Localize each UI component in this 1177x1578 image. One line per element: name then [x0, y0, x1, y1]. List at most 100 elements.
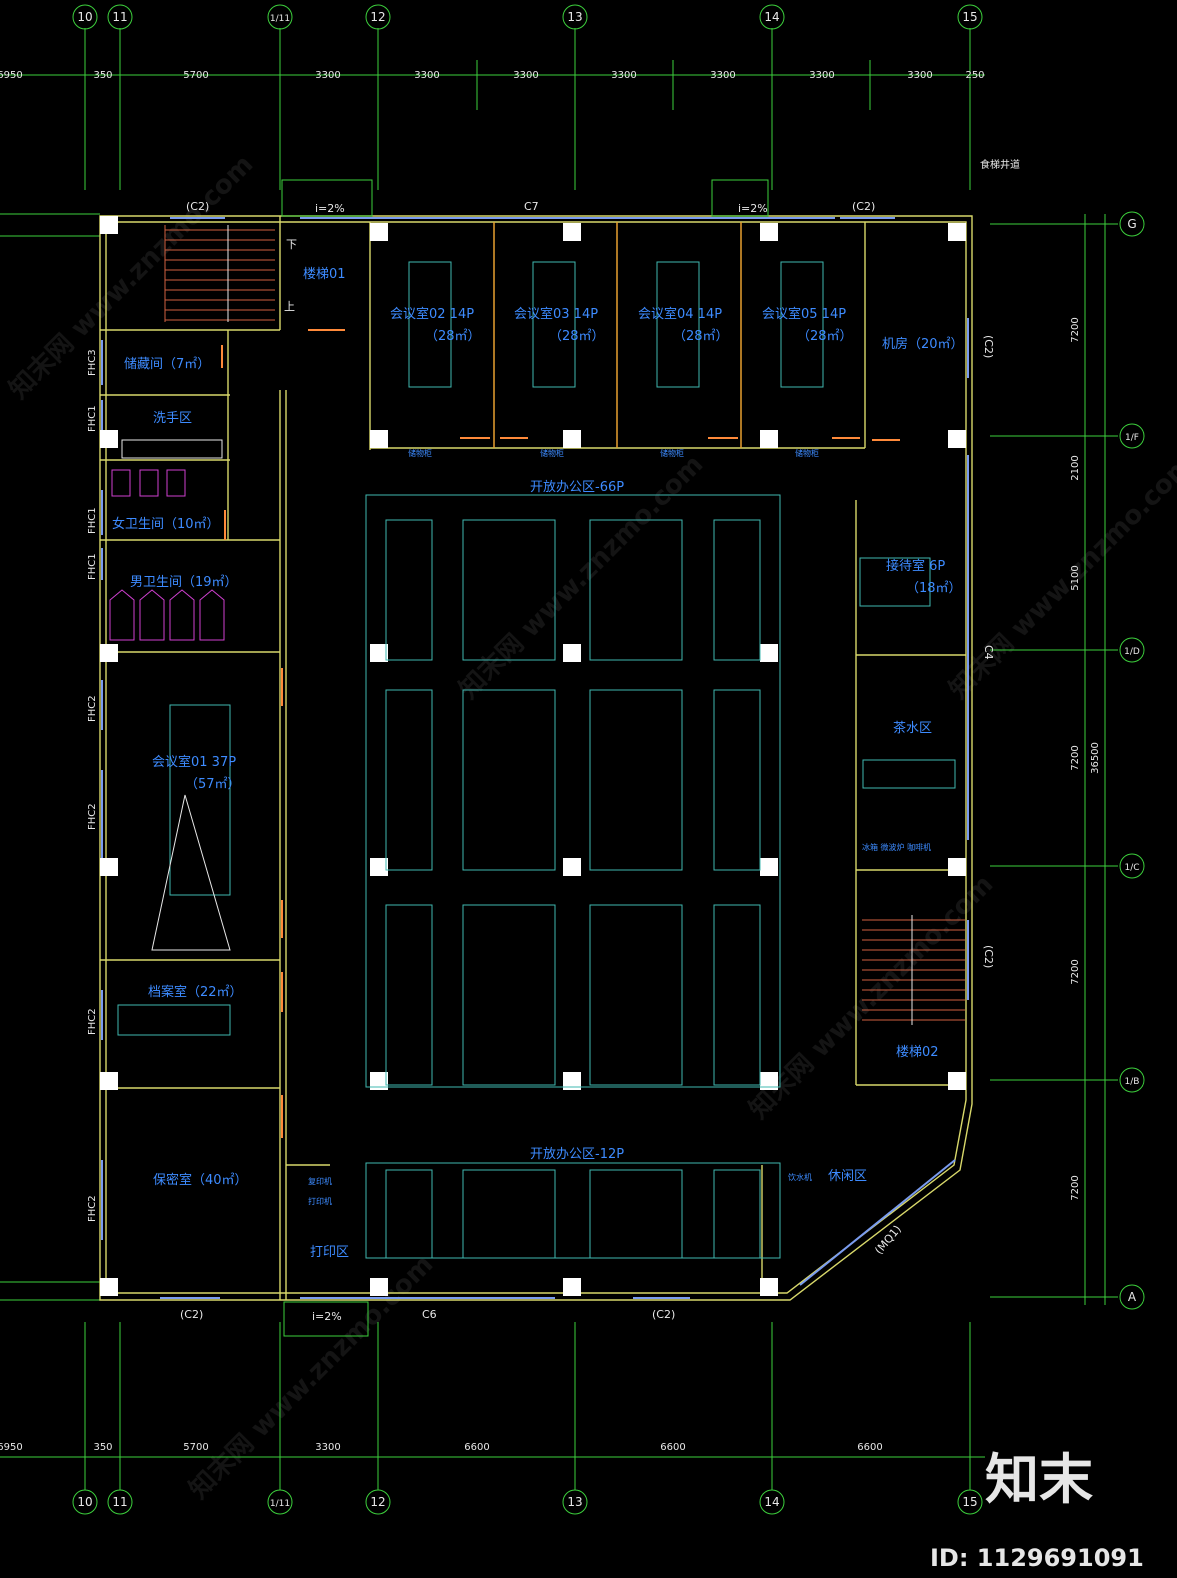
tag-ramp-1: i=2%: [315, 202, 345, 215]
room-label-storage: 储藏间（7㎡）: [124, 357, 210, 372]
room-label-meeting-05-area: （28㎡）: [797, 329, 853, 344]
label-water: 饮水机: [788, 1172, 812, 1182]
axis-label-right: 1/F: [1125, 433, 1139, 443]
dim-total-right: 36500: [1090, 742, 1101, 774]
tag-fhc2-d: FHC2: [87, 1195, 98, 1222]
tag-fhc1-a: FHC1: [87, 405, 98, 432]
room-label-stair02: 楼梯02: [896, 1045, 939, 1060]
note-shaft: 食梯井道: [980, 158, 1020, 171]
room-label-machine: 机房（20㎡）: [882, 336, 964, 352]
dim-top: 5700: [183, 70, 208, 81]
room-label-secret: 保密室（40㎡）: [153, 1172, 248, 1188]
windows: [101, 217, 969, 1299]
room-label-female-wc: 女卫生间（10㎡）: [112, 516, 220, 532]
label-printer: 打印机: [308, 1196, 332, 1206]
dim-bottom: 3300: [315, 1442, 340, 1453]
axis-bubbles-top: [72, 4, 983, 30]
room-label-meeting-01: 会议室01 37P: [152, 754, 236, 770]
brand-logo-text: 知末: [985, 1448, 1093, 1511]
tag-c2-bottom-left: (C2): [180, 1308, 203, 1321]
equipment-labels: 储物柜 储物柜 储物柜 储物柜 复印机 打印机 饮水机 冰箱 微波炉 咖啡机: [308, 448, 931, 1206]
dim-right: 5100: [1070, 565, 1081, 590]
dim-right: 7200: [1070, 959, 1081, 984]
axis-label-top: 10: [77, 10, 92, 24]
dim-bottom: 6600: [660, 1442, 685, 1453]
columns: [100, 216, 966, 1296]
axis-bubbles-right: [1119, 211, 1145, 1310]
room-label-reception: 接待室 6P: [886, 558, 945, 574]
dim-top: 350: [93, 70, 112, 81]
dim-bottom: 6950: [0, 1442, 23, 1453]
dim-top: 3300: [809, 70, 834, 81]
dim-top: 6950: [0, 70, 23, 81]
tag-c7: C7: [524, 200, 539, 213]
tag-c2-right-1: (C2): [982, 335, 995, 358]
axis-label-top: 15: [962, 10, 977, 24]
dim-top: 3300: [611, 70, 636, 81]
tag-up: 上: [284, 300, 295, 313]
axis-label-right: 1/B: [1125, 1077, 1140, 1087]
axis-label-bottom: 12: [370, 1495, 385, 1509]
dim-top: 250: [965, 70, 984, 81]
axis-label-bottom: 11: [112, 1495, 127, 1509]
room-label-tea: 茶水区: [893, 720, 932, 736]
tag-c6: C6: [422, 1308, 437, 1321]
axis-label-top: 12: [370, 10, 385, 24]
dim-right: 2100: [1070, 455, 1081, 480]
dim-right: 7200: [1070, 745, 1081, 770]
tag-fhc2-b: FHC2: [87, 803, 98, 830]
tag-c2-right-2: (C2): [982, 945, 995, 968]
dim-bottom: 350: [93, 1442, 112, 1453]
room-label-meeting-01-area: （57㎡）: [185, 777, 241, 792]
room-label-open-66: 开放办公区-66P: [530, 480, 624, 495]
room-label-stair01: 楼梯01: [303, 267, 346, 282]
axis-label-top: 14: [764, 10, 779, 24]
room-label-meeting-03: 会议室03 14P: [514, 306, 598, 322]
tag-down: 下: [286, 238, 297, 251]
dim-top: 3300: [907, 70, 932, 81]
dim-right: 7200: [1070, 1175, 1081, 1200]
stair-01-treads: [164, 225, 275, 322]
label-cabinet: 储物柜: [660, 448, 684, 458]
tag-fhc2-a: FHC2: [87, 695, 98, 722]
axis-label-top: 11: [112, 10, 127, 24]
room-label-meeting-02: 会议室02 14P: [390, 306, 474, 322]
tag-c2-top-left: (C2): [186, 200, 209, 213]
tag-fhc1-b: FHC1: [87, 507, 98, 534]
dim-bottom: 6600: [464, 1442, 489, 1453]
axis-labels: 10 11 1/11 12 13 14 15 10 11 1/11 12 13 …: [77, 10, 1140, 1509]
axis-label-bottom: 14: [764, 1495, 779, 1509]
axis-label-top: 1/11: [270, 14, 290, 24]
sanitary-fixtures: [109, 439, 225, 641]
axis-grid: [0, 28, 1118, 1490]
room-label-archive: 档案室（22㎡）: [148, 984, 243, 1000]
room-label-meeting-02-area: （28㎡）: [425, 329, 481, 344]
room-label-reception-area: （18㎡）: [906, 581, 962, 596]
axis-label-bottom: 15: [962, 1495, 977, 1509]
room-label-print: 打印区: [310, 1245, 349, 1260]
ramps: [281, 179, 769, 1337]
label-cabinet: 储物柜: [540, 448, 564, 458]
label-cabinet: 储物柜: [408, 448, 432, 458]
dimension-labels: 6950 350 5700 3300 3300 3300 3300 3300 3…: [0, 70, 1101, 1453]
room-labels: 楼梯01 储藏间（7㎡） 洗手区 女卫生间（10㎡） 男卫生间（19㎡） 会议室…: [112, 267, 964, 1260]
dim-top: 3300: [710, 70, 735, 81]
tag-ramp-2: i=2%: [738, 202, 768, 215]
axis-label-right: 1/C: [1124, 863, 1139, 873]
dim-bottom: 5700: [183, 1442, 208, 1453]
axis-label-bottom: 13: [567, 1495, 582, 1509]
watermark-text-5: 知末网 www.znzmo.com: [944, 449, 1177, 704]
room-label-meeting-04: 会议室04 14P: [638, 306, 722, 322]
tag-c2-bottom-right: (C2): [652, 1308, 675, 1321]
brand-id: ID: 1129691091: [930, 1544, 1144, 1572]
dim-bottom: 6600: [857, 1442, 882, 1453]
dim-top: 3300: [513, 70, 538, 81]
axis-label-bottom: 1/11: [270, 1499, 290, 1509]
watermark-text-4: 知末网 www.znzmo.com: [184, 1249, 439, 1504]
dim-top: 3300: [414, 70, 439, 81]
room-label-meeting-04-area: （28㎡）: [673, 329, 729, 344]
axis-label-top: 13: [567, 10, 582, 24]
room-label-meeting-05: 会议室05 14P: [762, 306, 846, 322]
label-cabinet: 储物柜: [795, 448, 819, 458]
